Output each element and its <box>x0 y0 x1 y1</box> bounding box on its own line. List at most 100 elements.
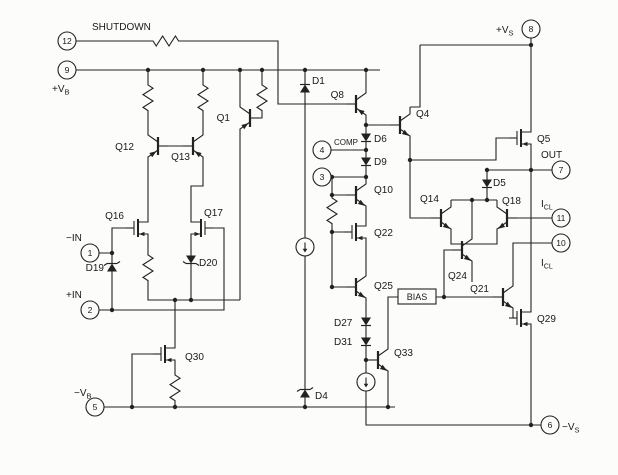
pin-4: 4 <box>312 140 332 160</box>
d19-label: D19 <box>86 263 105 274</box>
d27-diode <box>360 313 372 331</box>
resistor <box>142 81 154 115</box>
bias-label: BIAS <box>407 292 428 302</box>
q16-mosfet <box>125 211 149 245</box>
d1-label: D1 <box>312 76 325 87</box>
q14-transistor <box>429 198 453 238</box>
q1-transistor <box>238 98 262 138</box>
vs-plus-label: +VS <box>496 25 514 38</box>
pin-11: 11 <box>551 208 571 228</box>
d20-zener <box>183 252 199 268</box>
q1-label: Q1 <box>217 113 231 124</box>
d5-diode <box>481 175 493 193</box>
svg-text:7: 7 <box>559 165 564 175</box>
icl-top-label: ICL <box>541 199 553 212</box>
q12-label: Q12 <box>115 142 134 153</box>
q10-transistor <box>344 175 368 215</box>
q8-label: Q8 <box>331 90 345 101</box>
q5-mosfet <box>508 121 532 155</box>
q12-transistor <box>146 126 170 166</box>
junction-dots <box>109 42 534 428</box>
vb-plus-label: +VB <box>52 84 70 97</box>
current-source-icon <box>356 372 376 392</box>
svg-text:5: 5 <box>93 402 98 412</box>
q25-transistor <box>344 267 368 307</box>
q5-label: Q5 <box>537 134 551 145</box>
pin-3: 3 <box>312 167 332 187</box>
shutdown-label: SHUTDOWN <box>92 22 151 33</box>
resistor <box>169 371 181 405</box>
pin-terminals: 12 9 8 4 3 7 11 10 1 2 5 6 <box>57 19 571 435</box>
q4-transistor <box>388 105 412 145</box>
d31-diode <box>360 333 372 351</box>
d4-label: D4 <box>315 391 328 402</box>
svg-text:6: 6 <box>548 420 553 430</box>
q4-label: Q4 <box>416 109 430 120</box>
d20-label: D20 <box>199 258 218 269</box>
pin-5: 5 <box>85 397 105 417</box>
resistor <box>197 81 209 115</box>
d27-label: D27 <box>334 318 353 329</box>
svg-text:4: 4 <box>320 145 325 155</box>
resistor <box>326 194 338 228</box>
q22-label: Q22 <box>374 228 393 239</box>
svg-text:3: 3 <box>320 172 325 182</box>
shutdown-resistor <box>149 35 183 47</box>
q29-mosfet <box>508 301 532 335</box>
d31-label: D31 <box>334 337 353 348</box>
vb-neg-label: −VB <box>74 388 92 401</box>
q8-transistor <box>344 84 368 124</box>
svg-text:8: 8 <box>529 24 534 34</box>
pin-8: 8 <box>521 19 541 39</box>
pin-9: 9 <box>57 60 77 80</box>
svg-text:12: 12 <box>62 36 72 46</box>
svg-text:1: 1 <box>88 248 93 258</box>
pin-1: 1 <box>80 243 100 263</box>
out-label: OUT <box>541 150 562 161</box>
q25-label: Q25 <box>374 281 393 292</box>
q30-label: Q30 <box>185 352 204 363</box>
q29-label: Q29 <box>537 314 556 325</box>
d5-label: D5 <box>493 178 506 189</box>
svg-text:10: 10 <box>556 238 566 248</box>
d19-zener <box>104 259 120 275</box>
q13-label: Q13 <box>171 152 190 163</box>
q24-label: Q24 <box>448 271 467 282</box>
pin-7: 7 <box>551 160 571 180</box>
icl-bottom-label: ICL <box>541 258 553 271</box>
d9-label: D9 <box>374 157 387 168</box>
svg-text:9: 9 <box>65 65 70 75</box>
q14-label: Q14 <box>420 194 439 205</box>
svg-text:11: 11 <box>557 213 566 223</box>
q24-transistor <box>450 230 474 270</box>
q21-transistor <box>491 277 515 317</box>
svg-text:2: 2 <box>88 305 93 315</box>
pin-2: 2 <box>80 300 100 320</box>
q21-label: Q21 <box>470 284 489 295</box>
d4-zener <box>297 385 313 401</box>
q33-label: Q33 <box>394 348 413 359</box>
q10-label: Q10 <box>374 185 393 196</box>
pin-6: 6 <box>540 415 560 435</box>
d6-label: D6 <box>374 134 387 145</box>
vs-neg-label: −VS <box>562 422 580 435</box>
in-neg-label: −IN <box>66 233 82 244</box>
q16-label: Q16 <box>105 211 124 222</box>
resistor <box>256 81 268 115</box>
wires <box>76 38 552 426</box>
resistor <box>142 251 154 285</box>
pin-10: 10 <box>551 233 571 253</box>
in-pos-label: +IN <box>66 290 82 301</box>
q30-mosfet <box>152 337 176 371</box>
pin-12: 12 <box>57 31 77 51</box>
q18-label: Q18 <box>502 196 521 207</box>
q33-transistor <box>366 340 390 380</box>
q22-mosfet <box>343 215 367 249</box>
d1-diode <box>299 79 311 97</box>
d6-diode <box>360 129 372 147</box>
d9-diode <box>360 153 372 171</box>
bias-block <box>397 288 437 305</box>
q17-label: Q17 <box>204 208 223 219</box>
comp-label: COMP <box>334 138 358 147</box>
